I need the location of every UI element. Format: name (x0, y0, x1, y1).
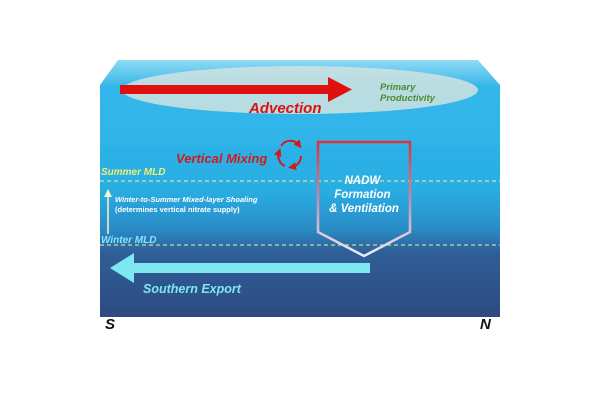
ocean-front-face (100, 85, 500, 317)
primary-productivity-label: Primary Productivity (380, 82, 436, 104)
summer-mld-label: Summer MLD (101, 167, 165, 178)
advection-label: Advection (248, 100, 322, 117)
southern-export-label: Southern Export (143, 282, 242, 296)
vertical-mixing-cycle-icon (273, 139, 303, 171)
advection-arrow (120, 77, 352, 102)
shoaling-arrow (104, 189, 112, 234)
nadw-pentagon (316, 140, 412, 258)
southern-export-arrow (110, 253, 370, 283)
winter-mld-label: Winter MLD (101, 235, 156, 246)
nadw-label: NADW Formation & Ventilation (329, 175, 399, 215)
vertical-mixing-label: Vertical Mixing (176, 151, 267, 166)
north-label: N (480, 316, 491, 333)
shoaling-label: Winter-to-Summer Mixed-layer Shoaling (d… (115, 195, 260, 214)
south-label: S (105, 316, 116, 333)
